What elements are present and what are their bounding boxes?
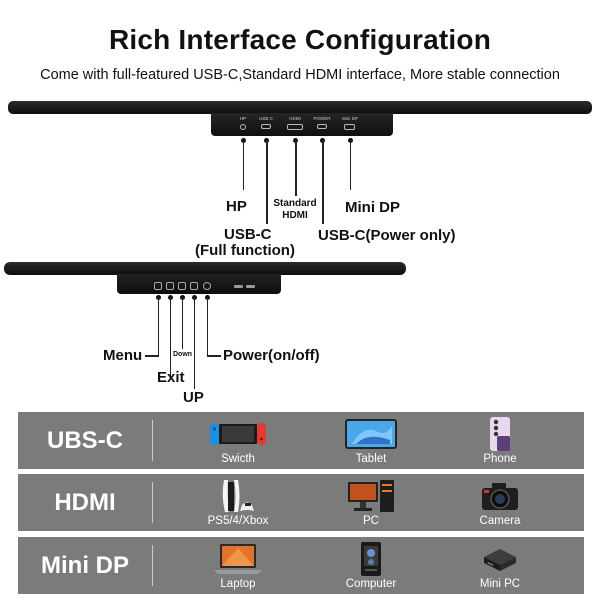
power-button-icon (203, 282, 211, 290)
device-name: Swicth (221, 453, 255, 465)
page-title: Rich Interface Configuration (108, 24, 492, 55)
callout-down: Down (173, 351, 193, 358)
device-camera: Camera (440, 474, 560, 531)
leader-line-hdmi (295, 140, 297, 196)
device-switch: Swicth (178, 412, 298, 469)
row-label: HDMI (54, 488, 116, 516)
camera-icon (440, 478, 560, 514)
device-name: PS5/4/Xbox (207, 515, 269, 527)
device-mini-pc: Mini PC (440, 537, 560, 594)
hp-jack-icon (240, 124, 246, 130)
row-minidp: Mini DP Laptop Computer (18, 537, 584, 594)
tablet-icon (311, 416, 431, 452)
port-label-hdmi: HDMI (289, 116, 301, 121)
port-label-minidp: Mini DP (342, 116, 358, 121)
down-button-icon (178, 282, 186, 290)
device-laptop: Laptop (178, 537, 298, 594)
callout-exit: Exit (157, 369, 185, 386)
mini-pc-icon (440, 541, 560, 577)
exit-button-icon (166, 282, 174, 290)
monitor-top-edge (8, 101, 592, 114)
port-label-power: POWER (313, 116, 331, 121)
speaker-slot-icon (234, 285, 243, 288)
callout-usbc-sub: (Full function) (195, 242, 295, 259)
leader-line-power (206, 297, 208, 356)
leader-line-hp (242, 140, 244, 190)
game-console-icon (178, 478, 298, 514)
callout-up: UP (183, 389, 204, 406)
leader-line-usbc (266, 140, 268, 224)
leader-line-minidp (349, 140, 351, 190)
button-panel (117, 274, 281, 294)
device-name: Camera (479, 515, 521, 527)
power-port-icon (317, 124, 327, 129)
page-subtitle: Come with full-featured USB-C,Standard H… (40, 67, 560, 83)
callout-usbc: USB-C (224, 226, 272, 243)
row-usbc: UBS-C Swicth Tablet (18, 412, 584, 469)
callout-hdmi-line2: HDMI (282, 210, 308, 221)
leader-line-up (193, 297, 195, 389)
device-name: PC (363, 515, 379, 527)
menu-button-icon (154, 282, 162, 290)
row-divider (152, 420, 153, 461)
leader-line-exit (169, 297, 171, 377)
up-button-icon (190, 282, 198, 290)
row-divider (152, 545, 153, 586)
leader-line-power (322, 140, 324, 224)
laptop-icon (178, 541, 298, 577)
device-console: PS5/4/Xbox (178, 474, 298, 531)
leader-line-menu-h (145, 355, 159, 357)
callout-power-button: Power(on/off) (223, 347, 320, 364)
device-name: Computer (345, 578, 397, 590)
device-tablet: Tablet (311, 412, 431, 469)
speaker-slot-icon (246, 285, 255, 288)
device-pc: PC (311, 474, 431, 531)
callout-hdmi-line1: Standard (273, 198, 317, 209)
callout-menu: Menu (103, 347, 143, 364)
row-hdmi: HDMI PS5/4/Xbox PC (18, 474, 584, 531)
device-name: Laptop (220, 578, 256, 590)
leader-line-power-h (206, 355, 221, 357)
phone-icon (440, 416, 560, 452)
row-divider (152, 482, 153, 523)
callout-minidp: Mini DP (345, 199, 400, 216)
switch-console-icon (178, 416, 298, 452)
usbc-port-icon (261, 124, 271, 129)
computer-tower-icon (311, 541, 431, 577)
port-label-hp: HP (239, 116, 247, 121)
leader-line-menu (157, 297, 159, 356)
device-computer: Computer (311, 537, 431, 594)
hdmi-port-icon (287, 124, 303, 130)
device-name: Phone (483, 453, 517, 465)
callout-hdmi: Standard HDMI (266, 198, 324, 222)
port-label-usbc: USB C (259, 116, 273, 121)
row-label: UBS-C (47, 426, 123, 454)
leader-line-down (181, 297, 183, 349)
callout-hp: HP (226, 198, 247, 215)
desktop-pc-icon (311, 478, 431, 514)
minidp-port-icon (344, 124, 355, 130)
device-phone: Phone (440, 412, 560, 469)
device-name: Tablet (355, 453, 387, 465)
callout-power-port: USB-C(Power only) (318, 227, 456, 244)
monitor-bottom-edge (4, 262, 406, 275)
row-label: Mini DP (41, 551, 129, 579)
device-name: Mini PC (479, 578, 521, 590)
